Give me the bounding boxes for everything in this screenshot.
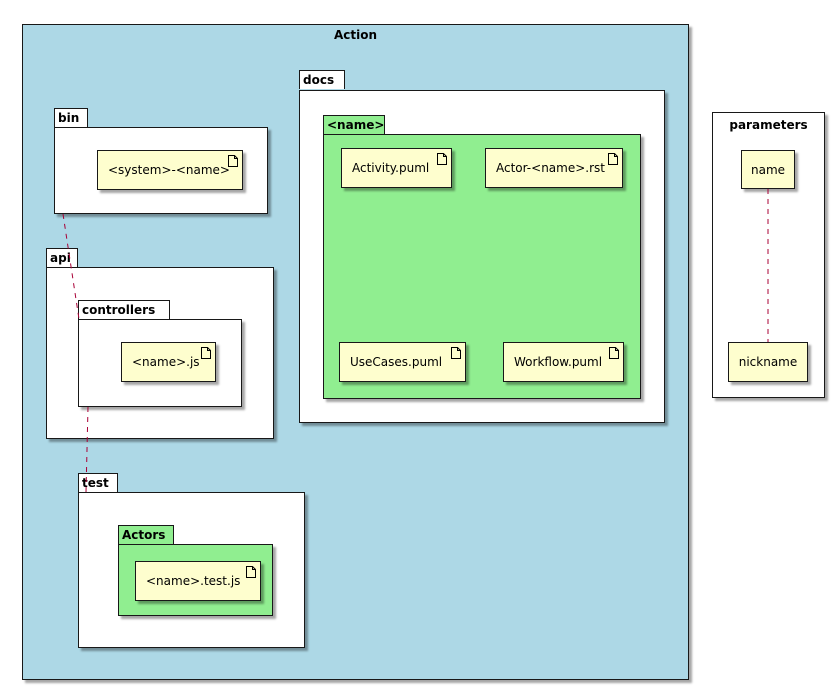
artifact-icon <box>437 153 447 165</box>
api-tab: api <box>46 248 78 267</box>
docs-tab: docs <box>299 70 345 89</box>
artifact-icon <box>201 347 211 359</box>
bin-artifact-label: <system>-<name> <box>108 163 230 177</box>
artifact-icon <box>609 347 619 359</box>
parameters-title: parameters <box>729 118 808 132</box>
activity-artifact-label: Activity.puml <box>352 161 430 175</box>
workflow-artifact-label: Workflow.puml <box>514 355 603 369</box>
actors-tab: Actors <box>118 525 174 544</box>
controllers-artifact: <name>.js <box>121 342 216 382</box>
usecases-artifact: UseCases.puml <box>339 342 466 382</box>
actor-rst-artifact-label: Actor-<name>.rst <box>496 161 605 175</box>
param-nickname: nickname <box>728 342 808 382</box>
activity-artifact: Activity.puml <box>341 148 452 188</box>
artifact-icon <box>228 155 238 167</box>
controllers-artifact-label: <name>.js <box>132 355 200 369</box>
artifact-icon <box>608 153 618 165</box>
actors-artifact-label: <name>.test.js <box>146 574 241 588</box>
name-tab: <name> <box>323 115 385 134</box>
action-title: Action <box>333 28 378 42</box>
actors-artifact: <name>.test.js <box>135 561 261 601</box>
test-tab: test <box>78 473 118 492</box>
artifact-icon <box>246 566 256 578</box>
actor-rst-artifact: Actor-<name>.rst <box>485 148 623 188</box>
artifact-icon <box>451 347 461 359</box>
bin-artifact: <system>-<name> <box>97 150 243 190</box>
usecases-artifact-label: UseCases.puml <box>350 355 443 369</box>
workflow-artifact: Workflow.puml <box>503 342 624 382</box>
bin-tab: bin <box>54 108 88 127</box>
param-name: name <box>741 150 795 189</box>
controllers-tab: controllers <box>78 300 170 319</box>
